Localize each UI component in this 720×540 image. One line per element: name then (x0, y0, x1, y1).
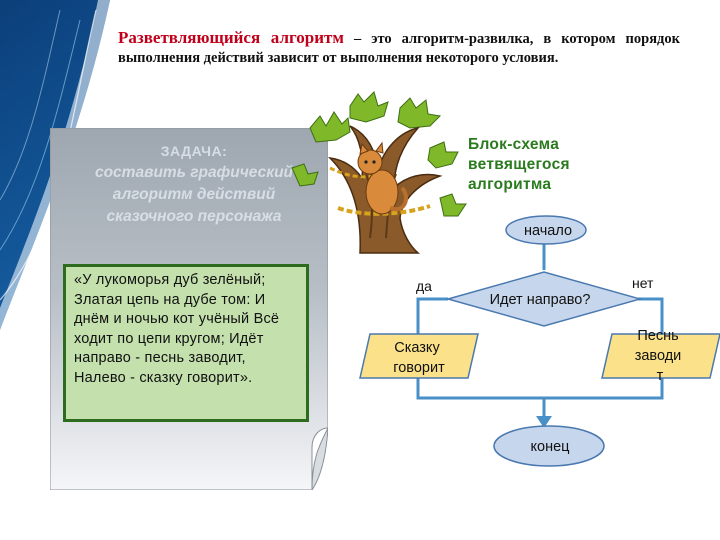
term-title: Разветвляющийся алгоритм (118, 28, 344, 47)
right-action-node (601, 333, 720, 379)
task-text: ЗАДАЧА: составить графический алгоритм д… (86, 140, 302, 228)
definition-body: – это алгоритм-развилка, в котором поряд… (118, 31, 680, 66)
right-action-line-1: Песнь (637, 328, 678, 344)
flowchart-title: Блок-схема ветвящегося алгоритма (468, 136, 570, 193)
connector-no-branch (638, 297, 664, 336)
start-node (505, 215, 587, 245)
task-heading: ЗАДАЧА: (160, 143, 228, 159)
right-action-line-2: заводи (635, 348, 682, 364)
left-action-label: Сказку говорит (393, 340, 445, 376)
connector-right-down (544, 378, 664, 400)
condition-node (445, 271, 643, 327)
poem-quote: «У лукоморья дуб зелёный; Златая цепь на… (63, 264, 309, 422)
connector-left-down (416, 378, 544, 400)
arrowhead-end (536, 416, 552, 428)
start-label: начало (524, 223, 572, 239)
left-action-line-1: Сказку (394, 340, 440, 356)
end-label: конец (531, 439, 570, 455)
task-body: составить графический алгоритм действий … (94, 164, 294, 225)
right-action-label: Песнь заводи т (635, 328, 686, 384)
connector-yes-branch (416, 297, 448, 336)
right-action-line-3: т (657, 368, 664, 384)
oak-tree-cat-illustration (291, 91, 467, 254)
condition-label: Идет направо? (490, 292, 591, 308)
yes-label: да (416, 278, 432, 294)
left-action-node (359, 333, 479, 379)
end-node (493, 425, 605, 467)
definition-text: Разветвляющийся алгоритм – это алгоритм-… (118, 28, 680, 68)
no-label: нет (632, 275, 654, 291)
left-action-line-2: говорит (393, 360, 445, 376)
connector-lines (416, 244, 664, 422)
